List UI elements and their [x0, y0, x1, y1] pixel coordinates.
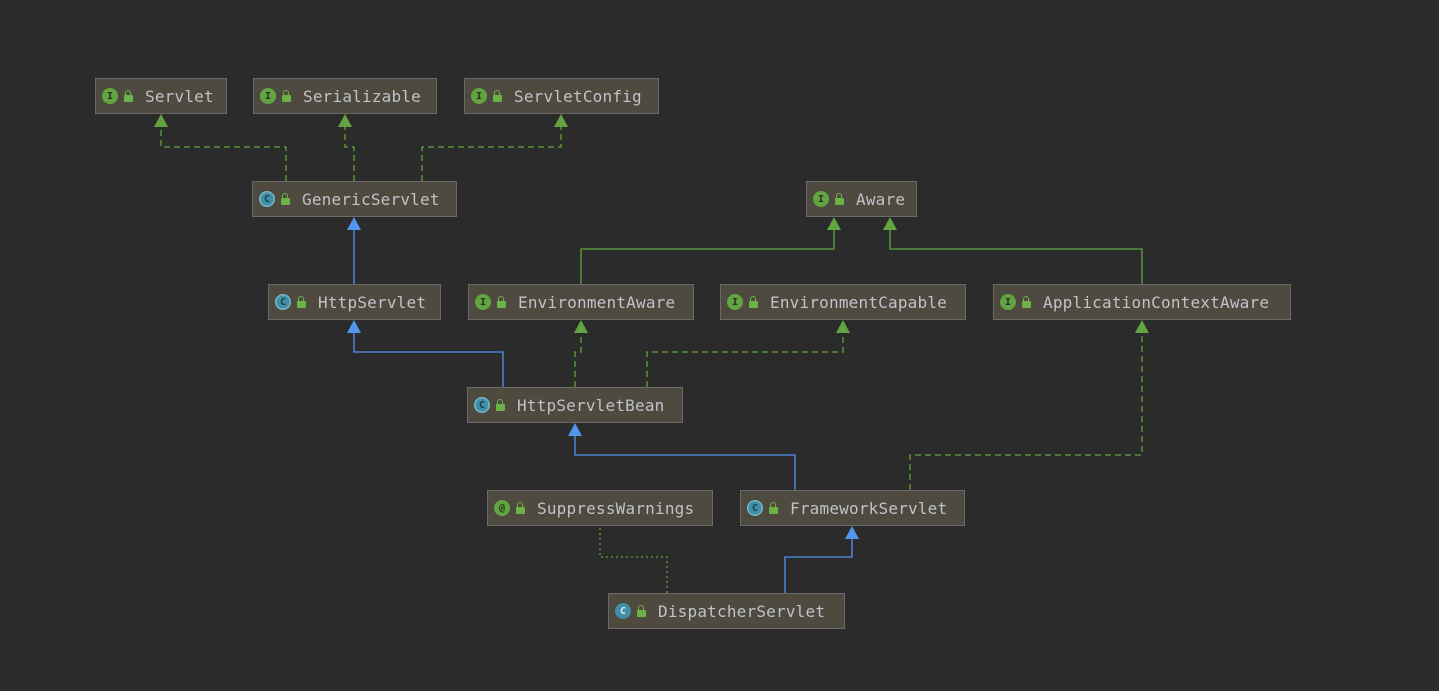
node-label: HttpServletBean: [517, 395, 665, 415]
node-servlet-config[interactable]: I ServletConfig: [464, 78, 659, 114]
arrowhead-icon: [827, 217, 841, 230]
node-http-servlet[interactable]: C HttpServlet: [268, 284, 441, 320]
edge-line: [599, 526, 668, 593]
node-aware[interactable]: I Aware: [806, 181, 917, 217]
abstract-class-icon: C: [259, 191, 275, 207]
arrowhead-icon: [347, 217, 361, 230]
node-label: ApplicationContextAware: [1043, 292, 1270, 312]
node-label: GenericServlet: [302, 189, 440, 209]
node-label: SuppressWarnings: [537, 498, 695, 518]
arrowhead-icon: [154, 114, 168, 127]
edge-line: [344, 126, 355, 181]
edge-generic-servlet-to-servlet-config: [421, 114, 568, 181]
node-servlet[interactable]: I Servlet: [95, 78, 227, 114]
edge-line: [574, 435, 796, 490]
edge-dispatcher-servlet-to-suppress-warnings: [599, 526, 668, 593]
node-environment-aware[interactable]: I EnvironmentAware: [468, 284, 694, 320]
node-framework-servlet[interactable]: C FrameworkServlet: [740, 490, 965, 526]
edge-framework-servlet-to-http-servlet-bean: [568, 423, 796, 490]
node-http-servlet-bean[interactable]: C HttpServletBean: [467, 387, 683, 423]
edge-line: [353, 332, 504, 387]
lock-icon: [516, 501, 525, 514]
node-dispatcher-servlet[interactable]: C DispatcherServlet: [608, 593, 845, 629]
edge-http-servlet-bean-to-environment-aware: [574, 320, 588, 387]
interface-icon: I: [1000, 294, 1016, 310]
lock-icon: [497, 295, 506, 308]
annotation-icon: @: [494, 500, 510, 516]
node-label: DispatcherServlet: [658, 601, 826, 621]
edge-line: [909, 332, 1143, 490]
node-environment-capable[interactable]: I EnvironmentCapable: [720, 284, 966, 320]
node-label: EnvironmentAware: [518, 292, 676, 312]
edge-line: [574, 332, 582, 387]
node-label: FrameworkServlet: [790, 498, 948, 518]
lock-icon: [282, 89, 291, 102]
interface-icon: I: [471, 88, 487, 104]
arrowhead-icon: [554, 114, 568, 127]
edge-line: [160, 126, 287, 181]
arrowhead-icon: [1135, 320, 1149, 333]
lock-icon: [493, 89, 502, 102]
lock-icon: [496, 398, 505, 411]
class-icon: C: [615, 603, 631, 619]
edge-framework-servlet-to-application-context-aware: [909, 320, 1149, 490]
node-label: EnvironmentCapable: [770, 292, 947, 312]
lock-icon: [749, 295, 758, 308]
arrowhead-icon: [836, 320, 850, 333]
edge-environment-aware-to-aware: [580, 217, 841, 284]
interface-icon: I: [260, 88, 276, 104]
edge-generic-servlet-to-servlet: [154, 114, 287, 181]
node-label: Serializable: [303, 86, 421, 106]
interface-icon: I: [813, 191, 829, 207]
abstract-class-icon: C: [474, 397, 490, 413]
edge-http-servlet-to-generic-servlet: [347, 217, 361, 284]
abstract-class-icon: C: [275, 294, 291, 310]
edge-http-servlet-bean-to-environment-capable: [646, 320, 850, 387]
arrowhead-icon: [883, 217, 897, 230]
interface-icon: I: [475, 294, 491, 310]
lock-icon: [835, 192, 844, 205]
edge-line: [580, 229, 835, 284]
edge-line: [646, 332, 844, 387]
node-generic-servlet[interactable]: C GenericServlet: [252, 181, 457, 217]
lock-icon: [297, 295, 306, 308]
node-label: Servlet: [145, 86, 214, 106]
node-label: HttpServlet: [318, 292, 427, 312]
abstract-class-icon: C: [747, 500, 763, 516]
edge-line: [784, 538, 853, 593]
interface-icon: I: [727, 294, 743, 310]
lock-icon: [124, 89, 133, 102]
arrowhead-icon: [574, 320, 588, 333]
lock-icon: [769, 501, 778, 514]
edge-dispatcher-servlet-to-framework-servlet: [784, 526, 859, 593]
edge-http-servlet-bean-to-http-servlet: [347, 320, 504, 387]
edge-application-context-aware-to-aware: [883, 217, 1143, 284]
arrowhead-icon: [568, 423, 582, 436]
node-label: ServletConfig: [514, 86, 642, 106]
arrowhead-icon: [338, 114, 352, 127]
arrowhead-icon: [347, 320, 361, 333]
node-label: Aware: [856, 189, 906, 209]
lock-icon: [637, 604, 646, 617]
edge-generic-servlet-to-serializable: [338, 114, 355, 181]
node-suppress-warnings[interactable]: @ SuppressWarnings: [487, 490, 713, 526]
edge-line: [889, 229, 1143, 284]
lock-icon: [281, 192, 290, 205]
node-serializable[interactable]: I Serializable: [253, 78, 437, 114]
arrowhead-icon: [845, 526, 859, 539]
interface-icon: I: [102, 88, 118, 104]
edge-line: [421, 126, 562, 181]
node-application-context-aware[interactable]: I ApplicationContextAware: [993, 284, 1291, 320]
lock-icon: [1022, 295, 1031, 308]
